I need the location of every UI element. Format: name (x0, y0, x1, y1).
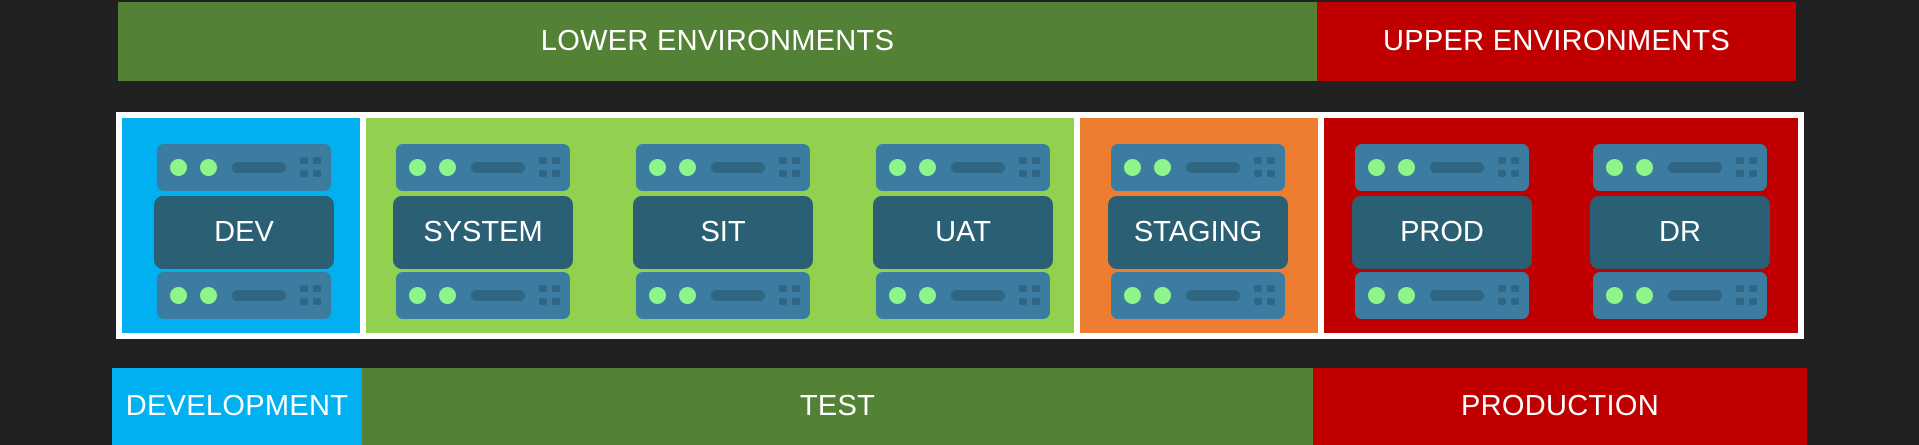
server-stack-icon: UAT (873, 144, 1053, 319)
server-unit-bottom (1111, 272, 1285, 319)
development-band: DEVELOPMENT (112, 368, 362, 445)
production-label: PRODUCTION (1461, 390, 1659, 422)
env-label-uat: UAT (873, 196, 1053, 269)
env-label-staging: STAGING (1108, 196, 1288, 269)
server-unit-top (1593, 144, 1767, 191)
server-stack-icon: DEV (154, 144, 334, 319)
test-panel: SYSTEM SIT UAT (360, 112, 1080, 339)
server-unit-top (1355, 144, 1529, 191)
env-label-prod: PROD (1352, 196, 1532, 269)
server-unit-bottom (1355, 272, 1529, 319)
env-label-system: SYSTEM (393, 196, 573, 269)
lower-environments-label: LOWER ENVIRONMENTS (540, 25, 895, 57)
server-unit-bottom (396, 272, 570, 319)
env-label-dev: DEV (154, 196, 334, 269)
upper-environments-band: UPPER ENVIRONMENTS (1317, 2, 1796, 81)
staging-panel: STAGING (1074, 112, 1324, 339)
server-stack-icon: STAGING (1108, 144, 1288, 319)
lower-environments-band: LOWER ENVIRONMENTS (118, 2, 1317, 81)
server-stack-icon: SIT (633, 144, 813, 319)
production-band: PRODUCTION (1313, 368, 1807, 445)
server-unit-top (1111, 144, 1285, 191)
upper-environments-label: UPPER ENVIRONMENTS (1383, 25, 1730, 57)
env-label-sit: SIT (633, 196, 813, 269)
test-band: TEST (362, 368, 1313, 445)
server-unit-top (876, 144, 1050, 191)
server-unit-top (396, 144, 570, 191)
server-unit-top (157, 144, 331, 191)
server-unit-top (636, 144, 810, 191)
dev-panel: DEV (116, 112, 366, 339)
production-panel: PROD DR (1318, 112, 1804, 339)
server-stack-icon: PROD (1352, 144, 1532, 319)
server-stack-icon: SYSTEM (393, 144, 573, 319)
server-unit-bottom (1593, 272, 1767, 319)
server-unit-bottom (876, 272, 1050, 319)
development-label: DEVELOPMENT (125, 390, 349, 422)
test-label: TEST (799, 390, 876, 422)
server-unit-bottom (157, 272, 331, 319)
env-label-dr: DR (1590, 196, 1770, 269)
server-stack-icon: DR (1590, 144, 1770, 319)
server-unit-bottom (636, 272, 810, 319)
